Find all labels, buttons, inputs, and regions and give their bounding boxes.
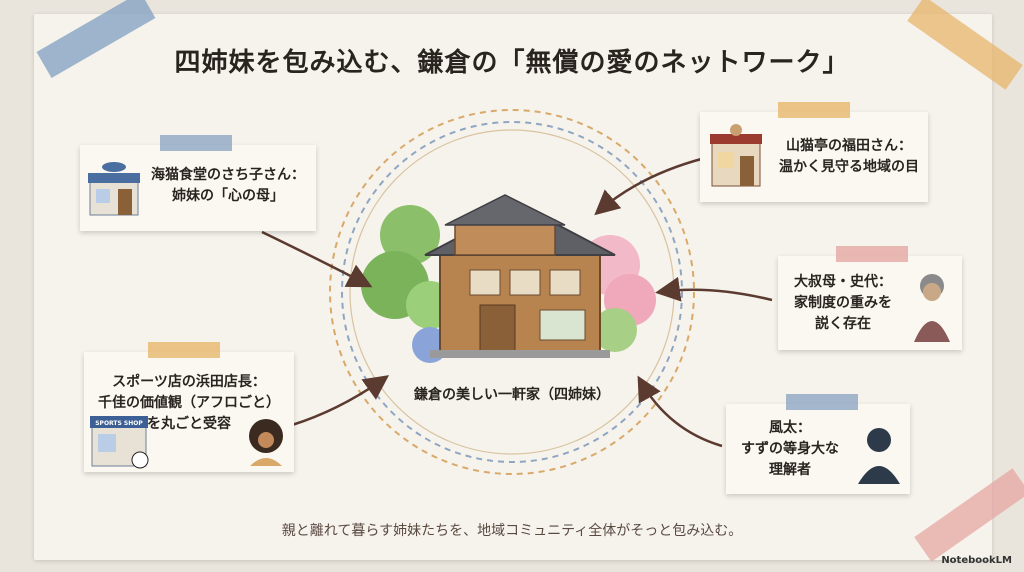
arrow-futa [637, 375, 723, 448]
card-tape [160, 135, 232, 151]
card-shiyo-line3: 説く存在 [815, 316, 871, 332]
card-tape [786, 394, 858, 410]
sports-shop-icon: SPORTS SHOP [90, 416, 149, 469]
afro-person-icon [249, 419, 283, 466]
card-fukuda: 山猫亭の福田さん： 温かく見守る地域の目 [700, 102, 928, 202]
card-futa: 風太： すずの等身大な 理解者 [726, 394, 910, 494]
elder-woman-icon [914, 274, 950, 342]
card-shiyo-line1: 大叔母・史代： [794, 274, 892, 290]
card-fukuda-line1: 山猫亭の福田さん： [786, 138, 912, 154]
sports-shop-sign: SPORTS SHOP [95, 420, 143, 427]
card-futa-line1: 風太： [769, 420, 811, 436]
card-sachiko-line2: 姉妹の「心の母」 [172, 188, 284, 204]
card-tape [148, 342, 220, 358]
outer-ring [329, 109, 695, 475]
card-hamada-line3: を丸ごと受容 [147, 416, 231, 432]
card-fukuda-line2: 温かく見守る地域の目 [779, 159, 919, 175]
card-sachiko-line1: 海猫食堂のさち子さん： [151, 167, 305, 183]
center-house-label: 鎌倉の美しい一軒家（四姉妹） [414, 387, 610, 403]
arrow-fukuda [594, 156, 706, 216]
card-tape [778, 102, 850, 118]
person-silhouette-icon [858, 428, 900, 484]
card-tape [836, 246, 908, 262]
card-shiyo: 大叔母・史代： 家制度の重みを 説く存在 [778, 246, 962, 350]
card-sachiko: 海猫食堂のさち子さん： 姉妹の「心の母」 [80, 135, 316, 231]
shop-icon [88, 162, 140, 216]
card-hamada-line1: スポーツ店の浜田店長： [112, 374, 266, 390]
arrow-shiyo [655, 276, 773, 302]
card-shiyo-line2: 家制度の重みを [794, 295, 892, 311]
brand-label: NotebookLM [941, 555, 1012, 566]
page-title: 四姉妹を包み込む、鎌倉の「無償の愛のネットワーク」 [174, 48, 850, 78]
card-hamada: スポーツ店の浜田店長： 千佳の価値観（アフロごと） を丸ごと受容 SPORTS … [84, 342, 294, 472]
arrow-sachiko [261, 230, 373, 288]
japanese-house-icon [424, 194, 616, 358]
footer-caption: 親と離れて暮らす姉妹たちを、地域コミュニティ全体がそっと包み込む。 [281, 523, 743, 539]
card-futa-line3: 理解者 [769, 462, 811, 478]
cafe-icon [710, 124, 762, 187]
card-futa-line2: すずの等身大な [741, 441, 839, 457]
middle-ring [341, 121, 683, 463]
arrow-hamada [291, 375, 390, 427]
card-hamada-line2: 千佳の価値観（アフロごと） [98, 395, 280, 411]
